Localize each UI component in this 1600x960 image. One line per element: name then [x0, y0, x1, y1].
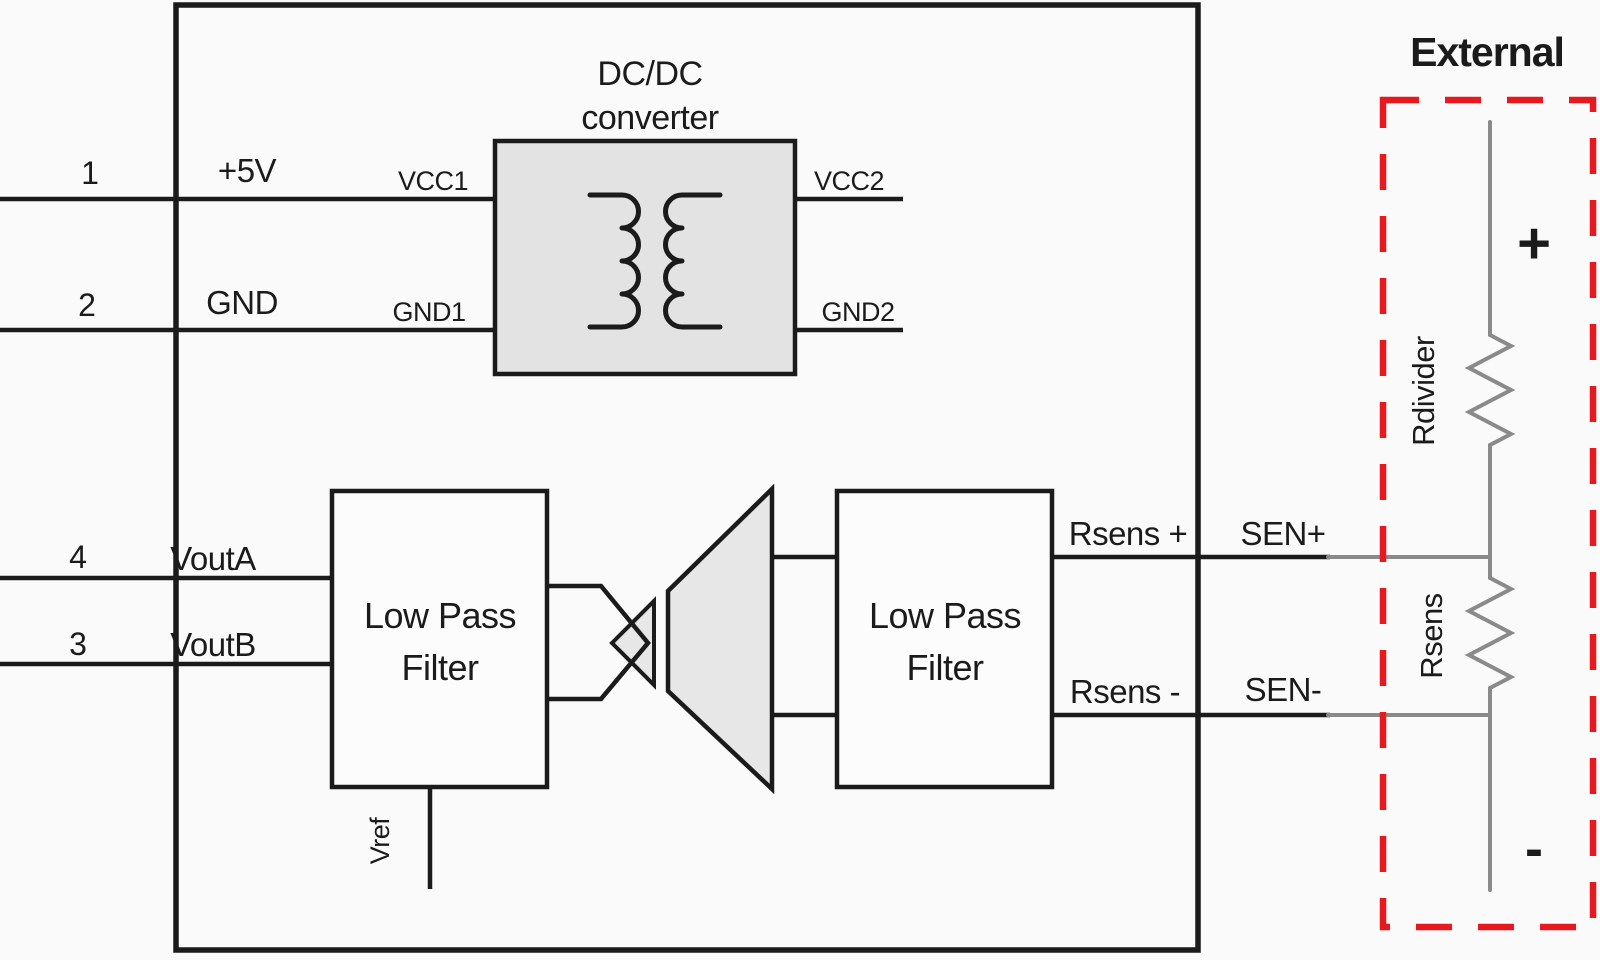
pin4-number: 4	[69, 539, 87, 575]
low-pass-filter-left-block	[329, 488, 550, 790]
polarity-minus-sign: -	[1525, 819, 1543, 879]
dcdc-vcc2-label: VCC2	[814, 166, 884, 196]
rdivider-label: Rdivider	[1406, 336, 1441, 446]
pin-wires	[0, 196, 495, 667]
sen-plus-label: SEN+	[1240, 515, 1325, 552]
pin3-net-label: VoutB	[170, 626, 256, 663]
lpf-right-label-line1: Low Pass	[869, 595, 1021, 636]
signal-chevron-connector	[547, 583, 651, 702]
dcdc-gnd2-label: GND2	[821, 297, 894, 327]
dcdc-vcc1-label: VCC1	[398, 166, 468, 196]
lpf-left-label-line1: Low Pass	[364, 595, 516, 636]
transformer-primary-winding	[587, 192, 641, 330]
rsens-resistor-symbol	[1464, 576, 1516, 690]
lpf-right-label-line2: Filter	[907, 647, 985, 688]
rsens-minus-label: Rsens -	[1070, 673, 1180, 710]
external-dashed-boundary	[1379, 96, 1597, 931]
pin3-number: 3	[69, 626, 87, 662]
vref-label: Vref	[365, 817, 395, 865]
dcdc-title-line1: DC/DC	[597, 55, 702, 93]
dcdc-secondary-wires	[795, 196, 903, 333]
large-amplifier-triangle	[665, 483, 775, 795]
external-resistor-network	[1326, 120, 1516, 892]
transformer-secondary-winding	[663, 192, 723, 330]
lpf-left-label-line2: Filter	[402, 647, 480, 688]
dcdc-converter-block	[492, 138, 798, 377]
rdivider-resistor-symbol	[1464, 333, 1516, 447]
pin1-number: 1	[81, 155, 99, 191]
polarity-plus-sign: +	[1517, 211, 1551, 276]
sense-wires-black	[1052, 554, 1330, 718]
dcdc-gnd1-label: GND1	[392, 297, 465, 327]
sen-minus-label: SEN-	[1245, 671, 1322, 708]
rsens-label: Rsens	[1414, 593, 1449, 678]
pin2-net-label: GND	[206, 284, 278, 321]
low-pass-filter-right-block	[834, 488, 1055, 790]
external-title: External	[1410, 29, 1564, 75]
transformer-symbol	[587, 192, 723, 330]
rsens-plus-label: Rsens +	[1069, 515, 1187, 552]
main-module-outline	[173, 2, 1201, 953]
pin2-number: 2	[78, 287, 96, 323]
amplifier-output-wires	[772, 554, 837, 718]
pin4-net-label: VoutA	[170, 540, 256, 577]
dcdc-title-line2: converter	[581, 99, 718, 137]
pin1-net-label: +5V	[218, 152, 277, 189]
